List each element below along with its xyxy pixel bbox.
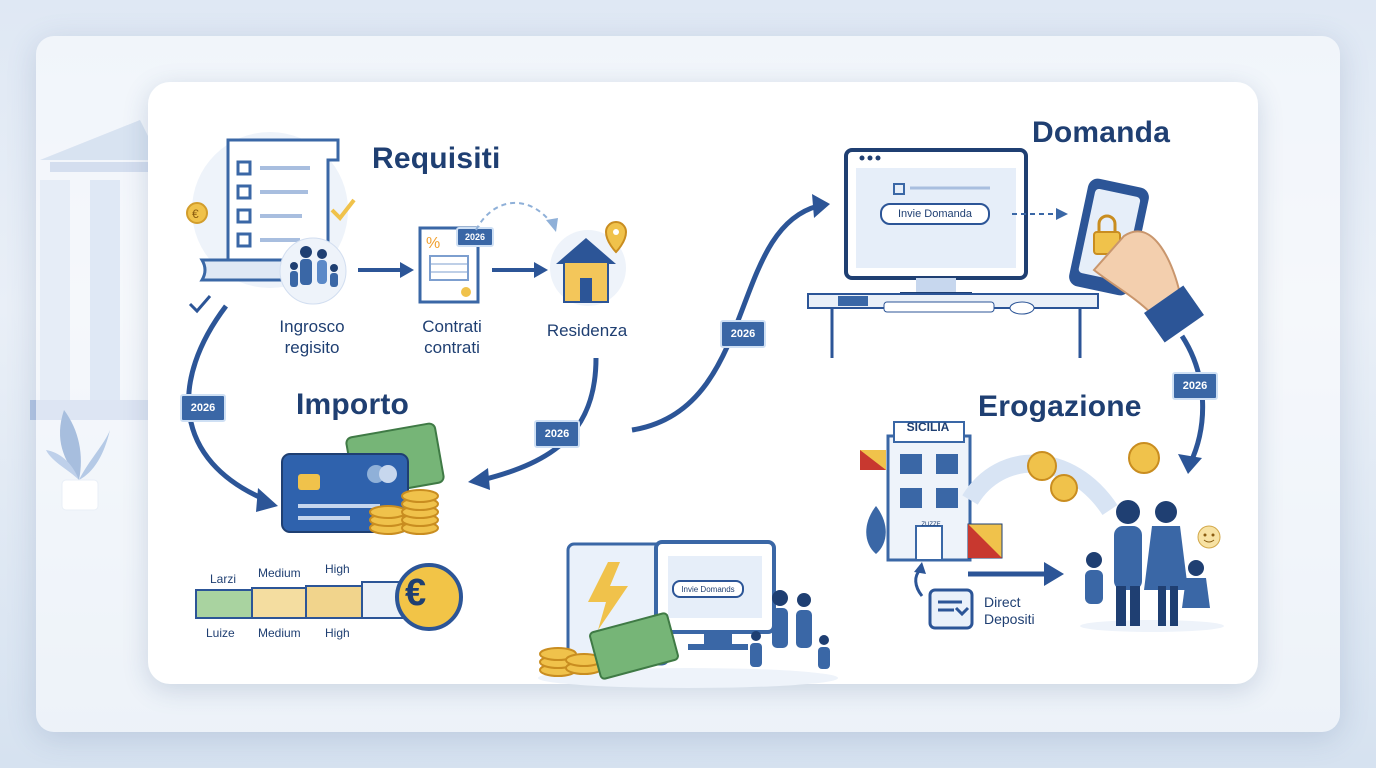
curved-arrow-icon <box>631 194 830 433</box>
door-sign: ZUZZE <box>921 522 941 528</box>
check-icon <box>188 295 212 314</box>
invia-domanda-button[interactable]: Invie Domanda <box>880 203 990 225</box>
year-badge-4: 2026 <box>1172 372 1218 400</box>
direct-deposit-label: Direct Depositi <box>984 594 1035 627</box>
coin-flow-icon <box>962 451 1118 516</box>
step-contrati-label: Contrati contrati <box>422 317 482 357</box>
svg-text:€: € <box>192 207 199 221</box>
deposit-arrow-icon <box>914 562 1064 597</box>
euro-symbol: € <box>405 572 427 614</box>
coin-icon: € <box>186 202 208 224</box>
year-badge-3: 2026 <box>720 320 766 348</box>
erogazione-title: Erogazione <box>978 390 1142 423</box>
document-checklist-icon <box>192 132 356 288</box>
step-ingrosco-label: Ingrosco regisito <box>279 317 345 357</box>
bank-transfer-icon <box>928 588 974 630</box>
importo-title: Importo <box>296 388 410 421</box>
building-sign: SICILIA <box>906 420 950 434</box>
euro-coin-icon <box>395 563 463 631</box>
arrow-right-icon <box>492 262 548 278</box>
doc-year-badge: 2026 <box>456 227 494 247</box>
card-cash-coins-icon <box>281 422 445 535</box>
scale-top-3: High <box>325 562 350 576</box>
scale-bottom-1: Luize <box>206 626 235 640</box>
svg-text:%: % <box>426 235 440 252</box>
family-icon <box>1080 500 1224 632</box>
dashed-arrow-icon <box>475 201 558 232</box>
scale-top-2: Medium <box>258 566 301 580</box>
year-badge-1: 2026 <box>180 394 226 422</box>
center-submit-button[interactable]: Invie Domands <box>672 580 744 598</box>
house-location-icon <box>550 220 628 306</box>
domanda-title: Domanda <box>1032 116 1171 149</box>
scale-top-1: Larzi <box>210 572 237 586</box>
desktop-computer-icon <box>807 148 1099 358</box>
coin-icon <box>1128 442 1160 474</box>
arrow-right-icon <box>358 262 414 278</box>
dashed-arrow-icon <box>1012 208 1068 220</box>
curved-arrow-icon <box>1178 334 1206 474</box>
requisiti-title: Requisiti <box>372 142 501 175</box>
step-residenza-label: Residenza <box>546 321 628 340</box>
scale-bottom-3: High <box>325 626 350 640</box>
phone-lock-icon <box>1069 178 1204 343</box>
smiley-icon <box>1197 525 1221 549</box>
year-badge-2: 2026 <box>534 420 580 448</box>
scale-bottom-2: Medium <box>258 626 301 640</box>
government-building-icon <box>860 421 1003 562</box>
family-icon <box>279 237 347 305</box>
